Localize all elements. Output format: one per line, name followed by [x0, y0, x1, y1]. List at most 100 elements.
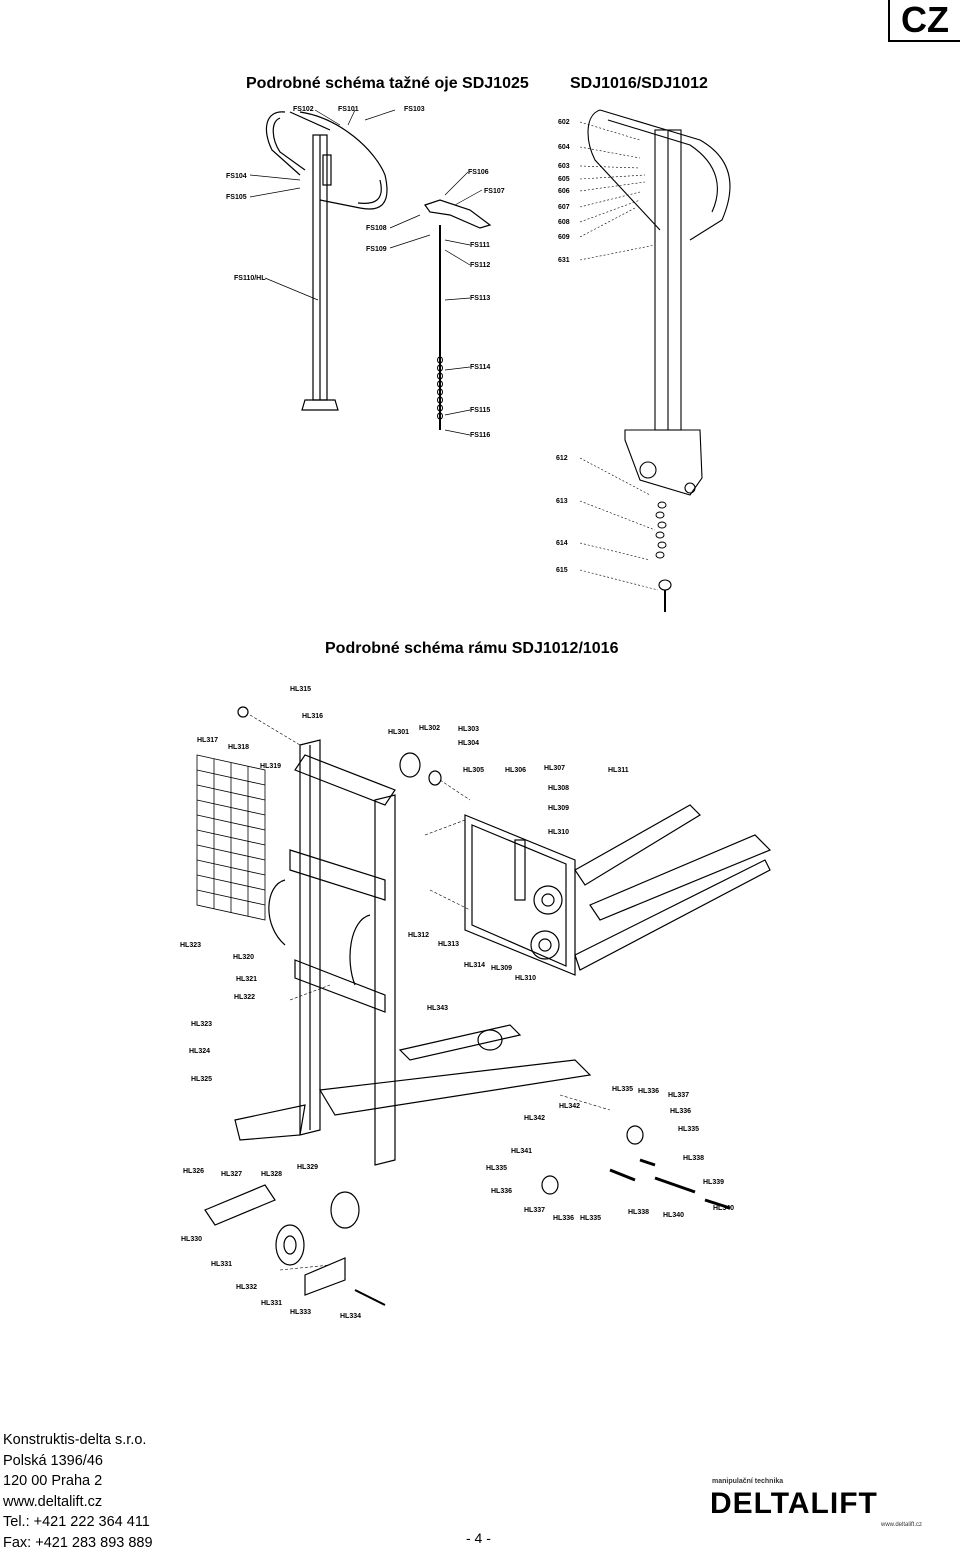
part-label: HL335	[678, 1126, 699, 1133]
part-label: 631	[558, 257, 570, 264]
part-label: HL315	[290, 686, 311, 693]
part-label: FS109	[366, 246, 387, 253]
part-label: FS106	[468, 169, 489, 176]
part-label: HL336	[491, 1188, 512, 1195]
part-label: HL317	[197, 737, 218, 744]
part-label: FS104	[226, 173, 247, 180]
deltalift-logo: manipulační technika DELTALIFT www.delta…	[706, 1478, 926, 1528]
frame-exploded-drawing	[197, 707, 770, 1305]
part-label: 603	[558, 163, 570, 170]
part-label: HL323	[191, 1021, 212, 1028]
part-label: HL336	[670, 1108, 691, 1115]
drawbar-sdj1025-drawing	[250, 110, 490, 435]
part-label: FS111	[470, 242, 490, 249]
part-label: HL342	[524, 1115, 545, 1122]
part-label: HL342	[559, 1103, 580, 1110]
part-label: HL305	[463, 767, 484, 774]
part-label: FS103	[404, 106, 425, 113]
part-label: HL320	[233, 954, 254, 961]
part-label: HL309	[548, 805, 569, 812]
logo-wordmark: DELTALIFT	[710, 1487, 878, 1521]
part-label: HL312	[408, 932, 429, 939]
part-label: HL338	[683, 1155, 704, 1162]
part-label: HL331	[261, 1300, 282, 1307]
part-label: FS102	[293, 106, 314, 113]
part-label: HL335	[580, 1215, 601, 1222]
part-label: FS114	[470, 364, 490, 371]
part-label: HL310	[515, 975, 536, 982]
part-label: HL340	[713, 1205, 734, 1212]
part-label: HL334	[340, 1313, 361, 1320]
page-number: - 4 -	[466, 1530, 491, 1546]
part-label: 609	[558, 234, 570, 241]
part-label: 615	[556, 567, 568, 574]
part-label: HL336	[638, 1088, 659, 1095]
part-label: HL323	[180, 942, 201, 949]
logo-url: www.deltalift.cz	[881, 1522, 922, 1528]
part-label: FS105	[226, 194, 247, 201]
part-label: HL329	[297, 1164, 318, 1171]
part-label: HL332	[236, 1284, 257, 1291]
part-label: HL307	[544, 765, 565, 772]
part-label: 608	[558, 219, 570, 226]
part-label: 614	[556, 540, 568, 547]
part-label: HL333	[290, 1309, 311, 1316]
part-label: HL337	[668, 1092, 689, 1099]
part-label: FS112	[470, 262, 490, 269]
part-label: HL304	[458, 740, 479, 747]
part-label: FS110/HL	[234, 275, 266, 282]
part-label: HL316	[302, 713, 323, 720]
part-label: HL339	[703, 1179, 724, 1186]
company-web: www.deltalift.cz	[3, 1492, 153, 1513]
part-label: HL335	[486, 1165, 507, 1172]
part-label: HL318	[228, 744, 249, 751]
part-label: 605	[558, 176, 570, 183]
part-label: HL330	[181, 1236, 202, 1243]
part-label: HL341	[511, 1148, 532, 1155]
logo-tagline: manipulační technika	[712, 1478, 783, 1485]
part-label: HL335	[612, 1086, 633, 1093]
part-label: 606	[558, 188, 570, 195]
part-label: HL327	[221, 1171, 242, 1178]
part-label: FS116	[470, 432, 490, 439]
part-label: HL331	[211, 1261, 232, 1268]
part-label: HL313	[438, 941, 459, 948]
company-address-block: Konstruktis-delta s.r.o. Polská 1396/46 …	[3, 1430, 153, 1553]
company-name: Konstruktis-delta s.r.o.	[3, 1430, 153, 1451]
part-label: HL301	[388, 729, 409, 736]
drawbar-sdj1016-drawing	[580, 110, 730, 612]
part-label: HL322	[234, 994, 255, 1001]
part-label: 604	[558, 144, 570, 151]
part-label: HL314	[464, 962, 485, 969]
part-label: HL311	[608, 767, 629, 774]
part-label: FS113	[470, 295, 490, 302]
part-label: HL306	[505, 767, 526, 774]
part-label: HL326	[183, 1168, 204, 1175]
part-label: HL343	[427, 1005, 448, 1012]
part-label: HL302	[419, 725, 440, 732]
part-label: HL337	[524, 1207, 545, 1214]
part-label: HL340	[663, 1212, 684, 1219]
part-label: HL303	[458, 726, 479, 733]
part-label: 602	[558, 119, 570, 126]
part-label: HL319	[260, 763, 281, 770]
part-label: HL309	[491, 965, 512, 972]
part-label: FS107	[484, 188, 505, 195]
part-label: FS108	[366, 225, 387, 232]
part-label: HL308	[548, 785, 569, 792]
part-label: 607	[558, 204, 570, 211]
part-label: HL325	[191, 1076, 212, 1083]
part-label: HL321	[236, 976, 257, 983]
company-city: 120 00 Praha 2	[3, 1471, 153, 1492]
company-fax: Fax: +421 283 893 889	[3, 1533, 153, 1553]
drawbar-sdj1025-labels: FS102 FS101 FS103 FS104 FS105 FS106 FS10…	[226, 106, 505, 439]
part-label: 612	[556, 455, 568, 462]
drawbar-sdj1016-labels: 602 604 603 605 606 607 608 609 631 612 …	[556, 119, 570, 574]
company-tel: Tel.: +421 222 364 411	[3, 1512, 153, 1533]
part-label: HL310	[548, 829, 569, 836]
company-street: Polská 1396/46	[3, 1451, 153, 1472]
part-label: HL324	[189, 1048, 210, 1055]
part-label: FS115	[470, 407, 490, 414]
part-label: FS101	[338, 106, 359, 113]
